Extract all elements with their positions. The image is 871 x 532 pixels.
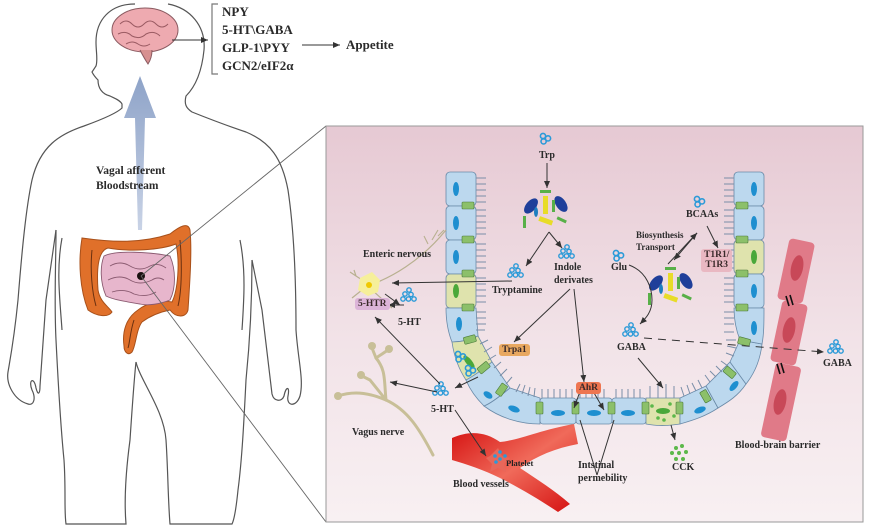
t1r-line1: T1R1/ bbox=[704, 250, 730, 260]
pathway-arrows bbox=[374, 163, 825, 476]
brain-illustration bbox=[111, 7, 179, 65]
5htr-receptor-tag: 5-HTR bbox=[355, 298, 390, 311]
regulator-gcn2-eif2a: GCN2/eIF2α bbox=[222, 58, 294, 73]
intestinal-epithelium bbox=[445, 171, 765, 426]
t1r-line2: T1R3 bbox=[705, 260, 729, 271]
regulator-glp1-pyy: GLP-1\PYY bbox=[222, 40, 290, 55]
vagus-nerve-label: Vagus nerve bbox=[352, 427, 405, 438]
indole-label-line1: Indole bbox=[554, 262, 582, 273]
cck-molecule-icon bbox=[670, 444, 688, 461]
permeability-label-line2: permebility bbox=[578, 473, 628, 484]
regulator-npy: NPY bbox=[222, 4, 249, 19]
t1r-receptor-tag: T1R1/ T1R3 bbox=[701, 249, 733, 272]
trp-label: Trp bbox=[539, 150, 555, 161]
blood-vessels bbox=[452, 424, 578, 512]
indole-label-line2: derivates bbox=[554, 275, 593, 286]
gut-detail-panel bbox=[325, 125, 864, 523]
appetite-label: Appetite bbox=[346, 37, 394, 52]
regulator-5ht-gaba: 5-HT\GABA bbox=[222, 22, 293, 37]
platelet-label: Platelet bbox=[506, 458, 534, 468]
permeability-label-line1: Intstinal bbox=[578, 460, 615, 471]
vagal-bloodstream-arrow bbox=[124, 76, 156, 230]
colon-illustration bbox=[79, 225, 192, 355]
regulators-bracket bbox=[211, 3, 218, 75]
enteric-neuron bbox=[349, 229, 447, 309]
cck-label: CCK bbox=[672, 462, 695, 473]
human-body-outline bbox=[7, 3, 302, 525]
transport-label: Transport bbox=[636, 242, 675, 252]
bcaas-label: BCAAs bbox=[686, 209, 719, 220]
ahr-receptor-tag: AhR bbox=[576, 382, 602, 395]
biosynthesis-label: Biosynthesis bbox=[636, 230, 684, 240]
enteric-nervous-label: Enteric nervous bbox=[363, 249, 432, 260]
blood-vessels-label: Blood vessels bbox=[453, 479, 509, 490]
5ht-enteric-label: 5-HT bbox=[398, 317, 421, 328]
bbb-label: Blood-brain barrier bbox=[735, 440, 821, 451]
bloodstream-label: Bloodstream bbox=[96, 180, 159, 192]
gaba-brain-label: GABA bbox=[823, 358, 852, 369]
5ht-vagus-label: 5-HT bbox=[431, 404, 454, 415]
gaba-gut-label: GABA bbox=[617, 342, 646, 353]
vagal-afferent-label: Vagal afferent bbox=[96, 165, 166, 177]
blood-brain-barrier-cells bbox=[761, 238, 815, 442]
tryptamine-label: Tryptamine bbox=[492, 285, 543, 296]
zoom-connector-lines bbox=[140, 125, 327, 523]
trpa1-receptor-tag: Trpa1 bbox=[499, 344, 530, 357]
glu-label: Glu bbox=[611, 262, 628, 273]
